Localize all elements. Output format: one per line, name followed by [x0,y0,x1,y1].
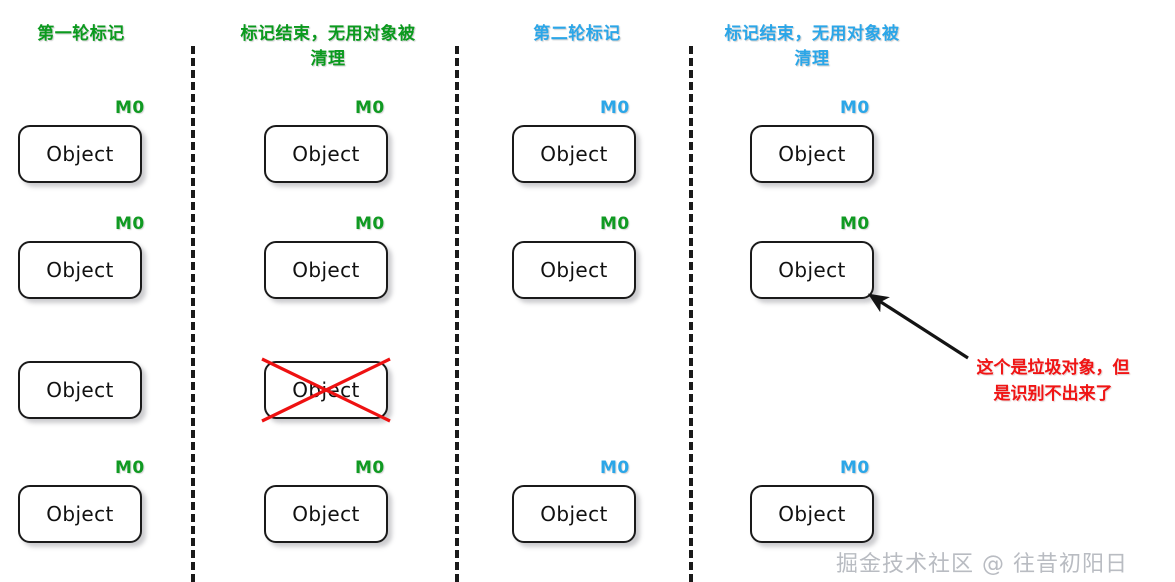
object-box-label: Object [292,378,360,402]
object-box-c2-r1[interactable]: Object [264,125,388,183]
object-box-c3-r2[interactable]: Object [512,241,636,299]
object-box-label: Object [540,258,608,282]
mark-tag-c4-r4: M0 [840,458,870,478]
object-box-c4-r1[interactable]: Object [750,125,874,183]
garbage-object-annotation: 这个是垃圾对象，但 是识别不出来了 [976,358,1130,404]
object-box-c3-r4[interactable]: Object [512,485,636,543]
object-box-label: Object [46,378,114,402]
object-box-label: Object [292,258,360,282]
mark-tag-c1-r2: M0 [115,214,145,234]
watermark: 掘金技术社区 @ 往昔初阳日 [836,552,1128,577]
mark-tag-c1-r1: M0 [115,98,145,118]
mark-tag-c3-r1: M0 [600,98,630,118]
mark-tag-c4-r1: M0 [840,98,870,118]
object-box-c1-r1[interactable]: Object [18,125,142,183]
column-title-second-sweep-result: 标记结束，无用对象被 清理 [724,24,900,69]
object-box-label: Object [46,142,114,166]
column-divider-3 [689,46,693,582]
column-title-second-mark-round: 第二轮标记 [533,24,621,44]
object-box-c2-r4[interactable]: Object [264,485,388,543]
column-divider-2 [455,46,459,582]
column-title-first-sweep-result: 标记结束，无用对象被 清理 [240,24,416,69]
mark-tag-c3-r4: M0 [600,458,630,478]
object-box-c2-r3[interactable]: Object [264,361,388,419]
object-box-c3-r1[interactable]: Object [512,125,636,183]
mark-tag-c2-r2: M0 [355,214,385,234]
object-box-c1-r2[interactable]: Object [18,241,142,299]
object-box-label: Object [292,502,360,526]
mark-tag-c3-r2: M0 [600,214,630,234]
mark-tag-c2-r1: M0 [355,98,385,118]
object-box-label: Object [46,502,114,526]
object-box-label: Object [540,502,608,526]
column-title-first-mark-round: 第一轮标记 [37,24,125,44]
object-box-label: Object [778,142,846,166]
object-box-label: Object [292,142,360,166]
object-box-c2-r2[interactable]: Object [264,241,388,299]
object-box-c1-r4[interactable]: Object [18,485,142,543]
column-divider-1 [191,46,195,582]
object-box-c1-r3[interactable]: Object [18,361,142,419]
object-box-label: Object [46,258,114,282]
object-box-label: Object [540,142,608,166]
object-box-label: Object [778,258,846,282]
object-box-c4-r4[interactable]: Object [750,485,874,543]
mark-tag-c2-r4: M0 [355,458,385,478]
object-box-label: Object [778,502,846,526]
object-box-c4-r2[interactable]: Object [750,241,874,299]
mark-tag-c1-r4: M0 [115,458,145,478]
mark-tag-c4-r2: M0 [840,214,870,234]
